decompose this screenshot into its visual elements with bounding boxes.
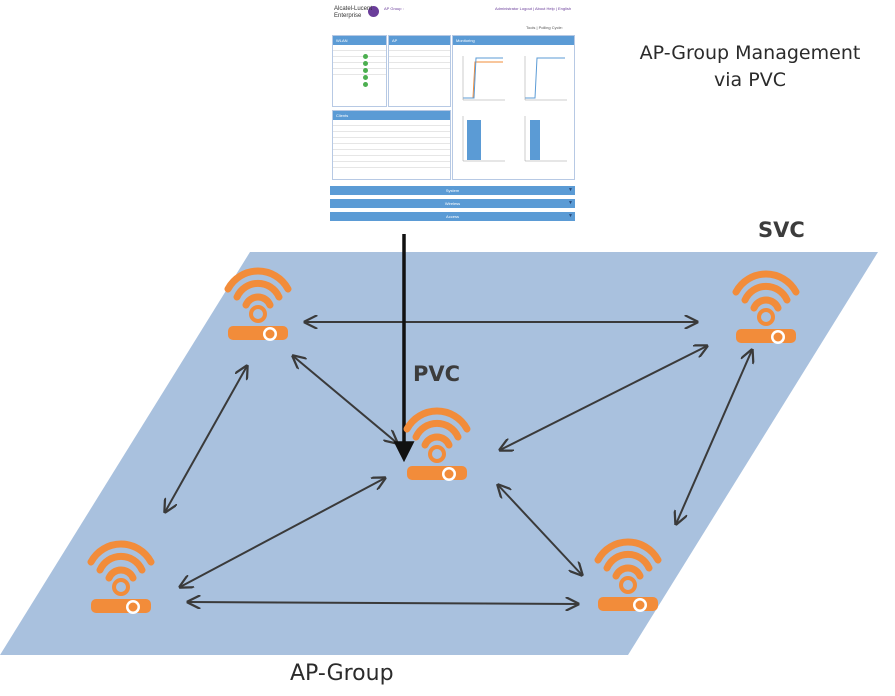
link-tr-pvc [500,346,707,450]
chevron-down-icon: ▼ [568,213,573,219]
mesh-links [165,322,752,604]
top-nav: Administrator Logout | About Help | Engl… [495,6,572,11]
accordion-wireless: Wireless ▼ [330,199,575,208]
management-caption-line1: AP-Group Management [639,42,861,64]
management-caption-line2: via PVC [714,69,786,91]
accordion-label: Wireless [444,201,461,206]
clients-panel: Clients [332,110,451,180]
link-bl-br [188,602,578,604]
ap-panel: AP [388,35,451,107]
brand-logo-icon [368,6,379,17]
ap-group-plane [0,252,878,655]
wlan-panel: WLAN [332,35,387,107]
link-pvc-bl [180,478,385,587]
panel-title: WLAN [333,36,386,45]
accordion-system: System ▼ [330,186,575,195]
ap-group-label: AP-Group [290,661,394,686]
monitoring-panel: Monitoring [452,35,575,180]
brand-sub: Enterprise [334,13,362,19]
svc-label: SVC [758,218,805,242]
pvc-dashboard-screenshot: Alcatel-Lucent Enterprise AP Group : Adm… [330,0,577,226]
link-tl-pvc [293,356,397,443]
panel-title: AP [389,36,450,45]
link-tr-br [676,350,752,524]
accordion-access: Access ▼ [330,212,575,221]
link-pvc-br [498,485,582,575]
brand-name: Alcatel-Lucent [334,6,373,12]
tools-bar: Tools | Polling Cycle: [526,25,563,30]
ap-group-title: AP Group : [384,6,404,11]
chevron-down-icon: ▼ [568,187,573,193]
panel-title: Clients [333,111,450,120]
accordion-label: Access [446,214,459,219]
management-caption: AP-Group Management via PVC [600,40,895,94]
chevron-down-icon: ▼ [568,200,573,206]
panel-title: Monitoring [453,36,574,45]
pvc-label: PVC [413,362,461,386]
accordion-label: System [445,188,460,193]
